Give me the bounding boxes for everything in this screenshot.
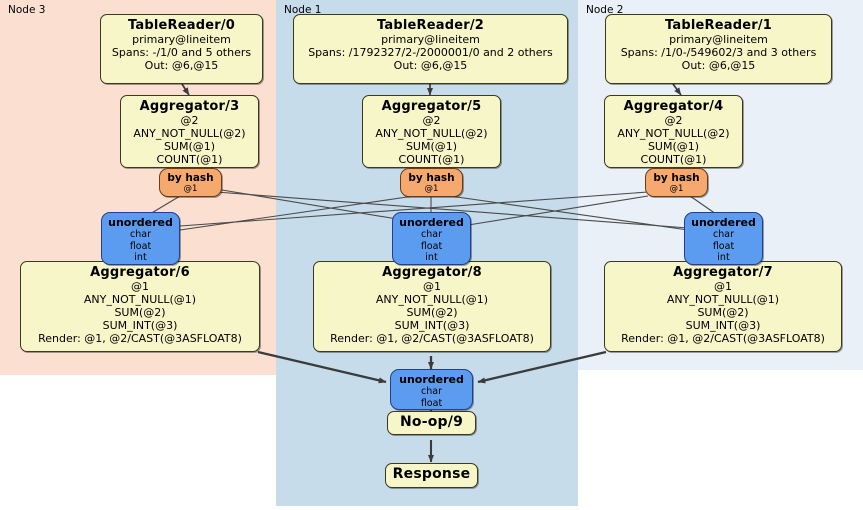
node-aggregator-6[interactable]: Aggregator/6 @1 ANY_NOT_NULL(@1) SUM(@2)… bbox=[20, 261, 260, 352]
synchronizer-unordered-center[interactable]: unordered char float int bbox=[392, 212, 471, 265]
node-aggregator-5[interactable]: Aggregator/5 @2 ANY_NOT_NULL(@2) SUM(@1)… bbox=[362, 95, 501, 168]
synchronizer-line: float bbox=[420, 240, 443, 252]
node-tablereader-0[interactable]: TableReader/0 primary@lineitem Spans: -/… bbox=[100, 14, 263, 84]
node-line: @1 bbox=[423, 280, 441, 293]
node-line: primary@lineitem bbox=[381, 33, 480, 46]
node-line: @2 bbox=[664, 114, 683, 127]
node-line: COUNT(@1) bbox=[640, 153, 707, 166]
node-title: Aggregator/4 bbox=[623, 99, 724, 114]
node-line: ANY_NOT_NULL(@1) bbox=[375, 293, 489, 306]
node-group-label-node2: Node 2 bbox=[586, 4, 624, 16]
router-line: @1 bbox=[669, 184, 684, 194]
synchronizer-unordered-left[interactable]: unordered char float int bbox=[101, 212, 180, 265]
node-title: TableReader/2 bbox=[376, 18, 485, 33]
node-line: Render: @1, @2/CAST(@3ASFLOAT8) bbox=[330, 332, 534, 345]
router-title: by hash bbox=[167, 172, 214, 184]
node-title: TableReader/1 bbox=[664, 18, 773, 33]
synchronizer-title: unordered bbox=[691, 216, 756, 229]
node-title: Aggregator/6 bbox=[90, 265, 190, 280]
node-aggregator-4[interactable]: Aggregator/4 @2 ANY_NOT_NULL(@2) SUM(@1)… bbox=[604, 95, 743, 168]
node-line: Out: @6,@15 bbox=[144, 59, 219, 72]
node-title: No-op/9 bbox=[399, 414, 464, 430]
node-line: ANY_NOT_NULL(@1) bbox=[83, 293, 197, 306]
synchronizer-line: char bbox=[713, 229, 734, 240]
synchronizer-unordered-right[interactable]: unordered char float int bbox=[684, 212, 763, 265]
node-tablereader-2[interactable]: TableReader/2 primary@lineitem Spans: /1… bbox=[293, 14, 568, 84]
node-line: ANY_NOT_NULL(@2) bbox=[375, 127, 488, 140]
node-group-label-node1: Node 1 bbox=[284, 4, 322, 16]
node-line: Render: @1, @2/CAST(@3ASFLOAT8) bbox=[38, 332, 242, 345]
node-line: primary@lineitem bbox=[132, 33, 231, 46]
node-line: SUM(@2) bbox=[697, 306, 749, 319]
node-line: primary@lineitem bbox=[669, 33, 768, 46]
synchronizer-line: float bbox=[129, 240, 152, 252]
node-line: ANY_NOT_NULL(@2) bbox=[133, 127, 246, 140]
node-line: @1 bbox=[131, 280, 149, 293]
node-line: SUM(@1) bbox=[647, 140, 700, 153]
synchronizer-unordered-final[interactable]: unordered char float bbox=[390, 369, 473, 410]
synchronizer-title: unordered bbox=[399, 216, 464, 229]
node-title: Aggregator/7 bbox=[673, 265, 773, 280]
synchronizer-title: unordered bbox=[108, 216, 173, 229]
node-line: @1 bbox=[714, 280, 732, 293]
synchronizer-title: unordered bbox=[399, 373, 464, 386]
node-line: SUM(@1) bbox=[163, 140, 216, 153]
synchronizer-line: int bbox=[717, 252, 730, 263]
synchronizer-line: char bbox=[421, 386, 442, 397]
node-tablereader-1[interactable]: TableReader/1 primary@lineitem Spans: /1… bbox=[605, 14, 832, 84]
node-aggregator-3[interactable]: Aggregator/3 @2 ANY_NOT_NULL(@2) SUM(@1)… bbox=[120, 95, 259, 168]
router-by-hash-center[interactable]: by hash @1 bbox=[400, 168, 463, 197]
node-line: Spans: -/1/0 and 5 others bbox=[111, 46, 252, 59]
node-line: SUM(@1) bbox=[405, 140, 458, 153]
node-line: @2 bbox=[180, 114, 199, 127]
synchronizer-line: int bbox=[425, 252, 438, 263]
node-aggregator-8[interactable]: Aggregator/8 @1 ANY_NOT_NULL(@1) SUM(@2)… bbox=[313, 261, 551, 352]
node-line: SUM_INT(@3) bbox=[102, 319, 178, 332]
router-title: by hash bbox=[653, 172, 700, 184]
node-line: ANY_NOT_NULL(@1) bbox=[666, 293, 780, 306]
node-line: Spans: /1/0-/549602/3 and 3 others bbox=[620, 46, 817, 59]
synchronizer-line: char bbox=[130, 229, 151, 240]
node-title: Response bbox=[392, 466, 471, 482]
synchronizer-line: char bbox=[421, 229, 442, 240]
node-line: COUNT(@1) bbox=[156, 153, 223, 166]
node-line: COUNT(@1) bbox=[398, 153, 465, 166]
node-title: Aggregator/5 bbox=[381, 99, 482, 114]
node-line: SUM(@2) bbox=[114, 306, 166, 319]
node-line: @2 bbox=[422, 114, 441, 127]
node-noop-9[interactable]: No-op/9 bbox=[387, 411, 476, 435]
node-line: SUM_INT(@3) bbox=[394, 319, 470, 332]
node-line: ANY_NOT_NULL(@2) bbox=[617, 127, 730, 140]
synchronizer-line: float bbox=[420, 397, 443, 409]
synchronizer-line: float bbox=[712, 240, 735, 252]
router-by-hash-left[interactable]: by hash @1 bbox=[159, 168, 222, 197]
router-line: @1 bbox=[424, 184, 439, 194]
node-title: Aggregator/3 bbox=[139, 99, 240, 114]
node-line: SUM(@2) bbox=[406, 306, 458, 319]
node-title: TableReader/0 bbox=[127, 18, 236, 33]
node-group-label-node3: Node 3 bbox=[8, 4, 46, 16]
node-line: Spans: /1792327/2-/2000001/0 and 2 other… bbox=[308, 46, 553, 59]
node-line: Out: @6,@15 bbox=[681, 59, 756, 72]
synchronizer-line: int bbox=[134, 252, 147, 263]
node-line: SUM_INT(@3) bbox=[685, 319, 761, 332]
router-by-hash-right[interactable]: by hash @1 bbox=[645, 168, 708, 197]
router-title: by hash bbox=[408, 172, 455, 184]
node-line: Render: @1, @2/CAST(@3ASFLOAT8) bbox=[621, 332, 825, 345]
node-title: Aggregator/8 bbox=[382, 265, 482, 280]
node-line: Out: @6,@15 bbox=[393, 59, 468, 72]
router-line: @1 bbox=[183, 184, 198, 194]
node-response[interactable]: Response bbox=[385, 463, 478, 488]
node-aggregator-7[interactable]: Aggregator/7 @1 ANY_NOT_NULL(@1) SUM(@2)… bbox=[604, 261, 842, 352]
